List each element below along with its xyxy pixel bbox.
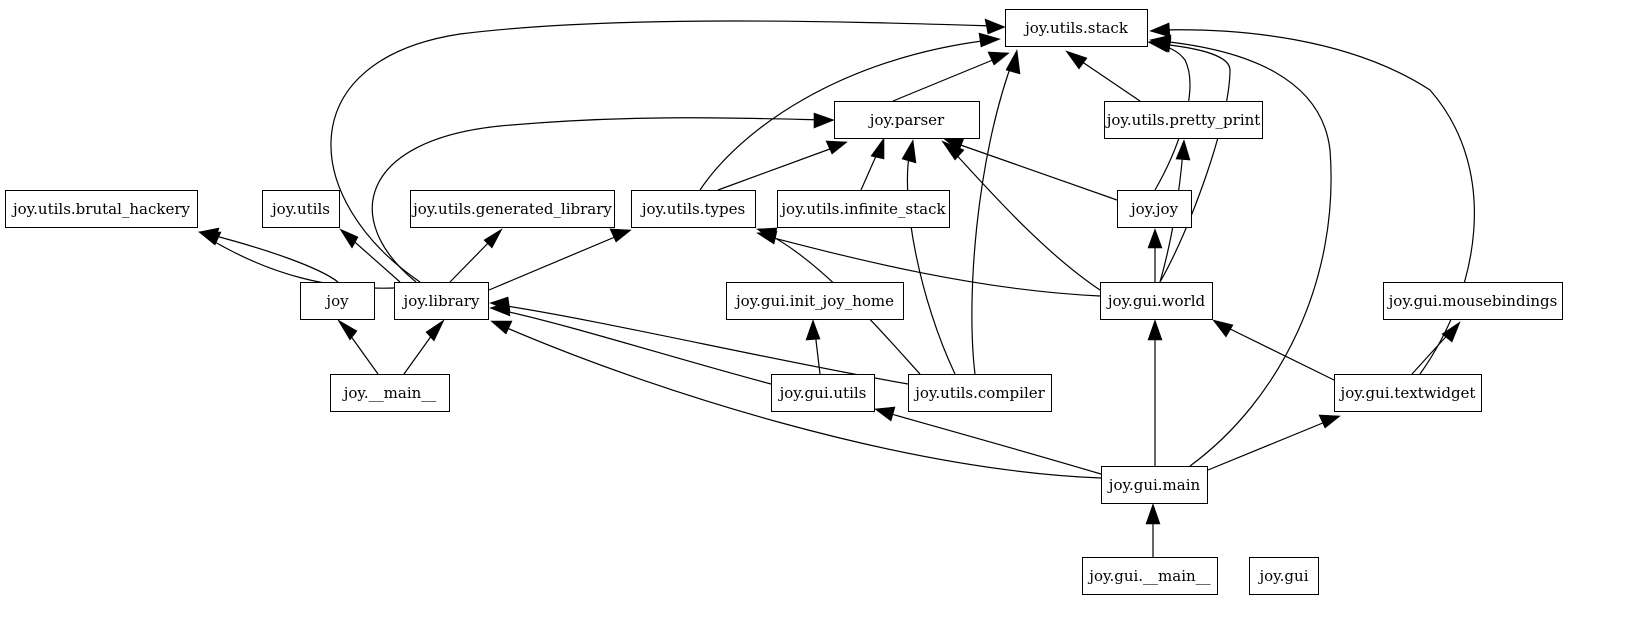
node-joy-gui-textwidget[interactable]: joy.gui.textwidget xyxy=(1334,374,1482,412)
edge-joy-gui-textwidget-to-joy-gui-world xyxy=(1221,324,1335,381)
arrowhead xyxy=(874,406,896,422)
node-label: joy.gui.textwidget xyxy=(1340,383,1476,402)
edge-joy-gui-main-to-joy-gui-utils xyxy=(883,411,1102,475)
arrowhead xyxy=(1065,50,1088,70)
edge-joy-library-to-joy-utils-stack xyxy=(330,20,996,283)
arrowhead xyxy=(198,227,220,242)
node-joy-utils-types[interactable]: joy.utils.types xyxy=(631,190,756,228)
node-joy-utils-pretty-print[interactable]: joy.utils.pretty_print xyxy=(1104,101,1263,139)
arrowhead xyxy=(1145,503,1161,525)
node-label: joy.utils.brutal_hackery xyxy=(13,199,190,218)
arrowhead xyxy=(483,228,503,249)
edge-joy-utils-compiler-to-joy-library xyxy=(499,304,909,385)
arrowhead xyxy=(1149,34,1172,50)
arrowhead xyxy=(813,112,835,129)
arrowhead xyxy=(489,301,511,317)
arrowhead xyxy=(339,228,359,249)
node-label: joy.__main__ xyxy=(343,383,437,402)
edge-joy-to-joy-utils-brutal-hackery xyxy=(207,233,339,283)
node-joy-main-module[interactable]: joy.__main__ xyxy=(330,374,450,412)
arrowhead xyxy=(1212,319,1234,338)
node-joy-gui-mousebindings[interactable]: joy.gui.mousebindings xyxy=(1383,282,1563,320)
edge-group xyxy=(198,18,1475,557)
arrowhead xyxy=(490,320,513,335)
node-joy-parser[interactable]: joy.parser xyxy=(834,101,980,139)
edge-joy-utils-types-to-joy-utils-stack xyxy=(699,39,991,191)
edge-joy-gui-world-to-joy-parser xyxy=(949,147,1101,291)
arrowhead xyxy=(941,140,965,161)
node-joy-library[interactable]: joy.library xyxy=(394,282,489,320)
node-label: joy.gui.mousebindings xyxy=(1388,291,1558,310)
node-joy-gui-main[interactable]: joy.gui.main xyxy=(1101,466,1208,504)
node-joy-utils-infinite-stack[interactable]: joy.utils.infinite_stack xyxy=(777,190,950,228)
node-joy-utils[interactable]: joy.utils xyxy=(262,190,340,228)
edge-joy-library-to-joy-utils xyxy=(347,235,401,283)
node-label: joy.utils.pretty_print xyxy=(1106,110,1261,129)
node-label: joy.utils.stack xyxy=(1025,18,1128,37)
arrowhead xyxy=(901,139,917,164)
node-joy-gui-world[interactable]: joy.gui.world xyxy=(1100,282,1213,320)
node-label: joy.joy xyxy=(1130,199,1179,218)
edge-joy-utils-compiler-to-joy-parser xyxy=(906,149,956,375)
edge-joy-utils-compiler-to-joy-utils-stack xyxy=(971,59,1014,375)
arrowhead xyxy=(987,51,1010,66)
arrowhead xyxy=(337,319,358,341)
node-joy-gui[interactable]: joy.gui xyxy=(1249,557,1319,595)
node-label: joy.gui.utils xyxy=(779,383,867,402)
arrowhead xyxy=(1147,228,1163,249)
node-label: joy xyxy=(326,291,349,310)
edge-joy-parser-to-joy-utils-stack xyxy=(892,56,1001,102)
node-joy-utils-stack[interactable]: joy.utils.stack xyxy=(1005,9,1148,47)
edge-joy-gui-main-to-joy-utils-stack xyxy=(1159,40,1332,467)
edge-joy-gui-main-to-joy-gui-textwidget xyxy=(1207,419,1331,471)
node-label: joy.utils.infinite_stack xyxy=(781,199,946,218)
arrowhead xyxy=(1175,139,1191,161)
node-joy-joy[interactable]: joy.joy xyxy=(1117,190,1192,228)
edge-joy-gui-utils-to-joy-library xyxy=(499,309,772,385)
edge-joy-utils-pretty-print-to-joy-utils-stack xyxy=(1074,56,1141,102)
node-label: joy.parser xyxy=(869,110,945,129)
edge-joy-library-to-joy-utils-types xyxy=(488,233,623,291)
node-joy[interactable]: joy xyxy=(300,282,375,320)
node-label: joy.utils.compiler xyxy=(915,383,1045,402)
arrowhead xyxy=(870,137,885,160)
arrowhead xyxy=(1318,414,1341,429)
edge-joy-gui-world-to-joy-utils-types xyxy=(765,235,1101,297)
arrowhead xyxy=(984,18,1006,35)
edge-joy-joy-to-joy-parser xyxy=(951,141,1118,201)
node-joy-gui-main-module[interactable]: joy.gui.__main__ xyxy=(1082,557,1218,595)
node-label: joy.gui.__main__ xyxy=(1089,566,1211,585)
node-label: joy.utils.generated_library xyxy=(413,199,612,218)
arrowhead xyxy=(609,228,632,243)
edge-joy-gui-textwidget-to-joy-gui-mousebindings xyxy=(1411,329,1453,375)
node-label: joy.gui.init_joy_home xyxy=(736,291,894,310)
arrowhead xyxy=(1147,319,1163,341)
edge-joy-library-to-joy-parser xyxy=(371,117,825,283)
arrowhead xyxy=(756,230,778,245)
node-label: joy.gui.main xyxy=(1108,475,1201,494)
node-label: joy.utils xyxy=(272,199,330,218)
arrowhead xyxy=(425,319,445,342)
node-label: joy.gui xyxy=(1259,566,1309,585)
node-joy-utils-compiler[interactable]: joy.utils.compiler xyxy=(908,374,1052,412)
node-label: joy.utils.types xyxy=(641,199,746,218)
node-label: joy.gui.world xyxy=(1107,291,1206,310)
arrowhead xyxy=(978,32,1001,48)
edge-joy-gui-textwidget-to-joy-utils-stack xyxy=(1159,29,1475,375)
arrowhead xyxy=(1149,22,1171,38)
arrowhead xyxy=(825,140,848,155)
arrowhead xyxy=(1005,49,1021,75)
edge-joy-gui-main-to-joy-library xyxy=(499,324,1102,479)
node-joy-utils-brutal-hackery[interactable]: joy.utils.brutal_hackery xyxy=(5,190,198,228)
arrowhead xyxy=(1441,321,1461,343)
node-label: joy.library xyxy=(403,291,480,310)
node-joy-utils-generated-library[interactable]: joy.utils.generated_library xyxy=(410,190,615,228)
node-joy-gui-init-joy-home[interactable]: joy.gui.init_joy_home xyxy=(726,282,904,320)
edge-joy-utils-types-to-joy-parser xyxy=(717,145,839,191)
node-joy-gui-utils[interactable]: joy.gui.utils xyxy=(771,374,875,412)
edge-joy-gui-world-to-joy-utils-stack xyxy=(1159,43,1231,283)
arrowhead xyxy=(805,319,821,341)
